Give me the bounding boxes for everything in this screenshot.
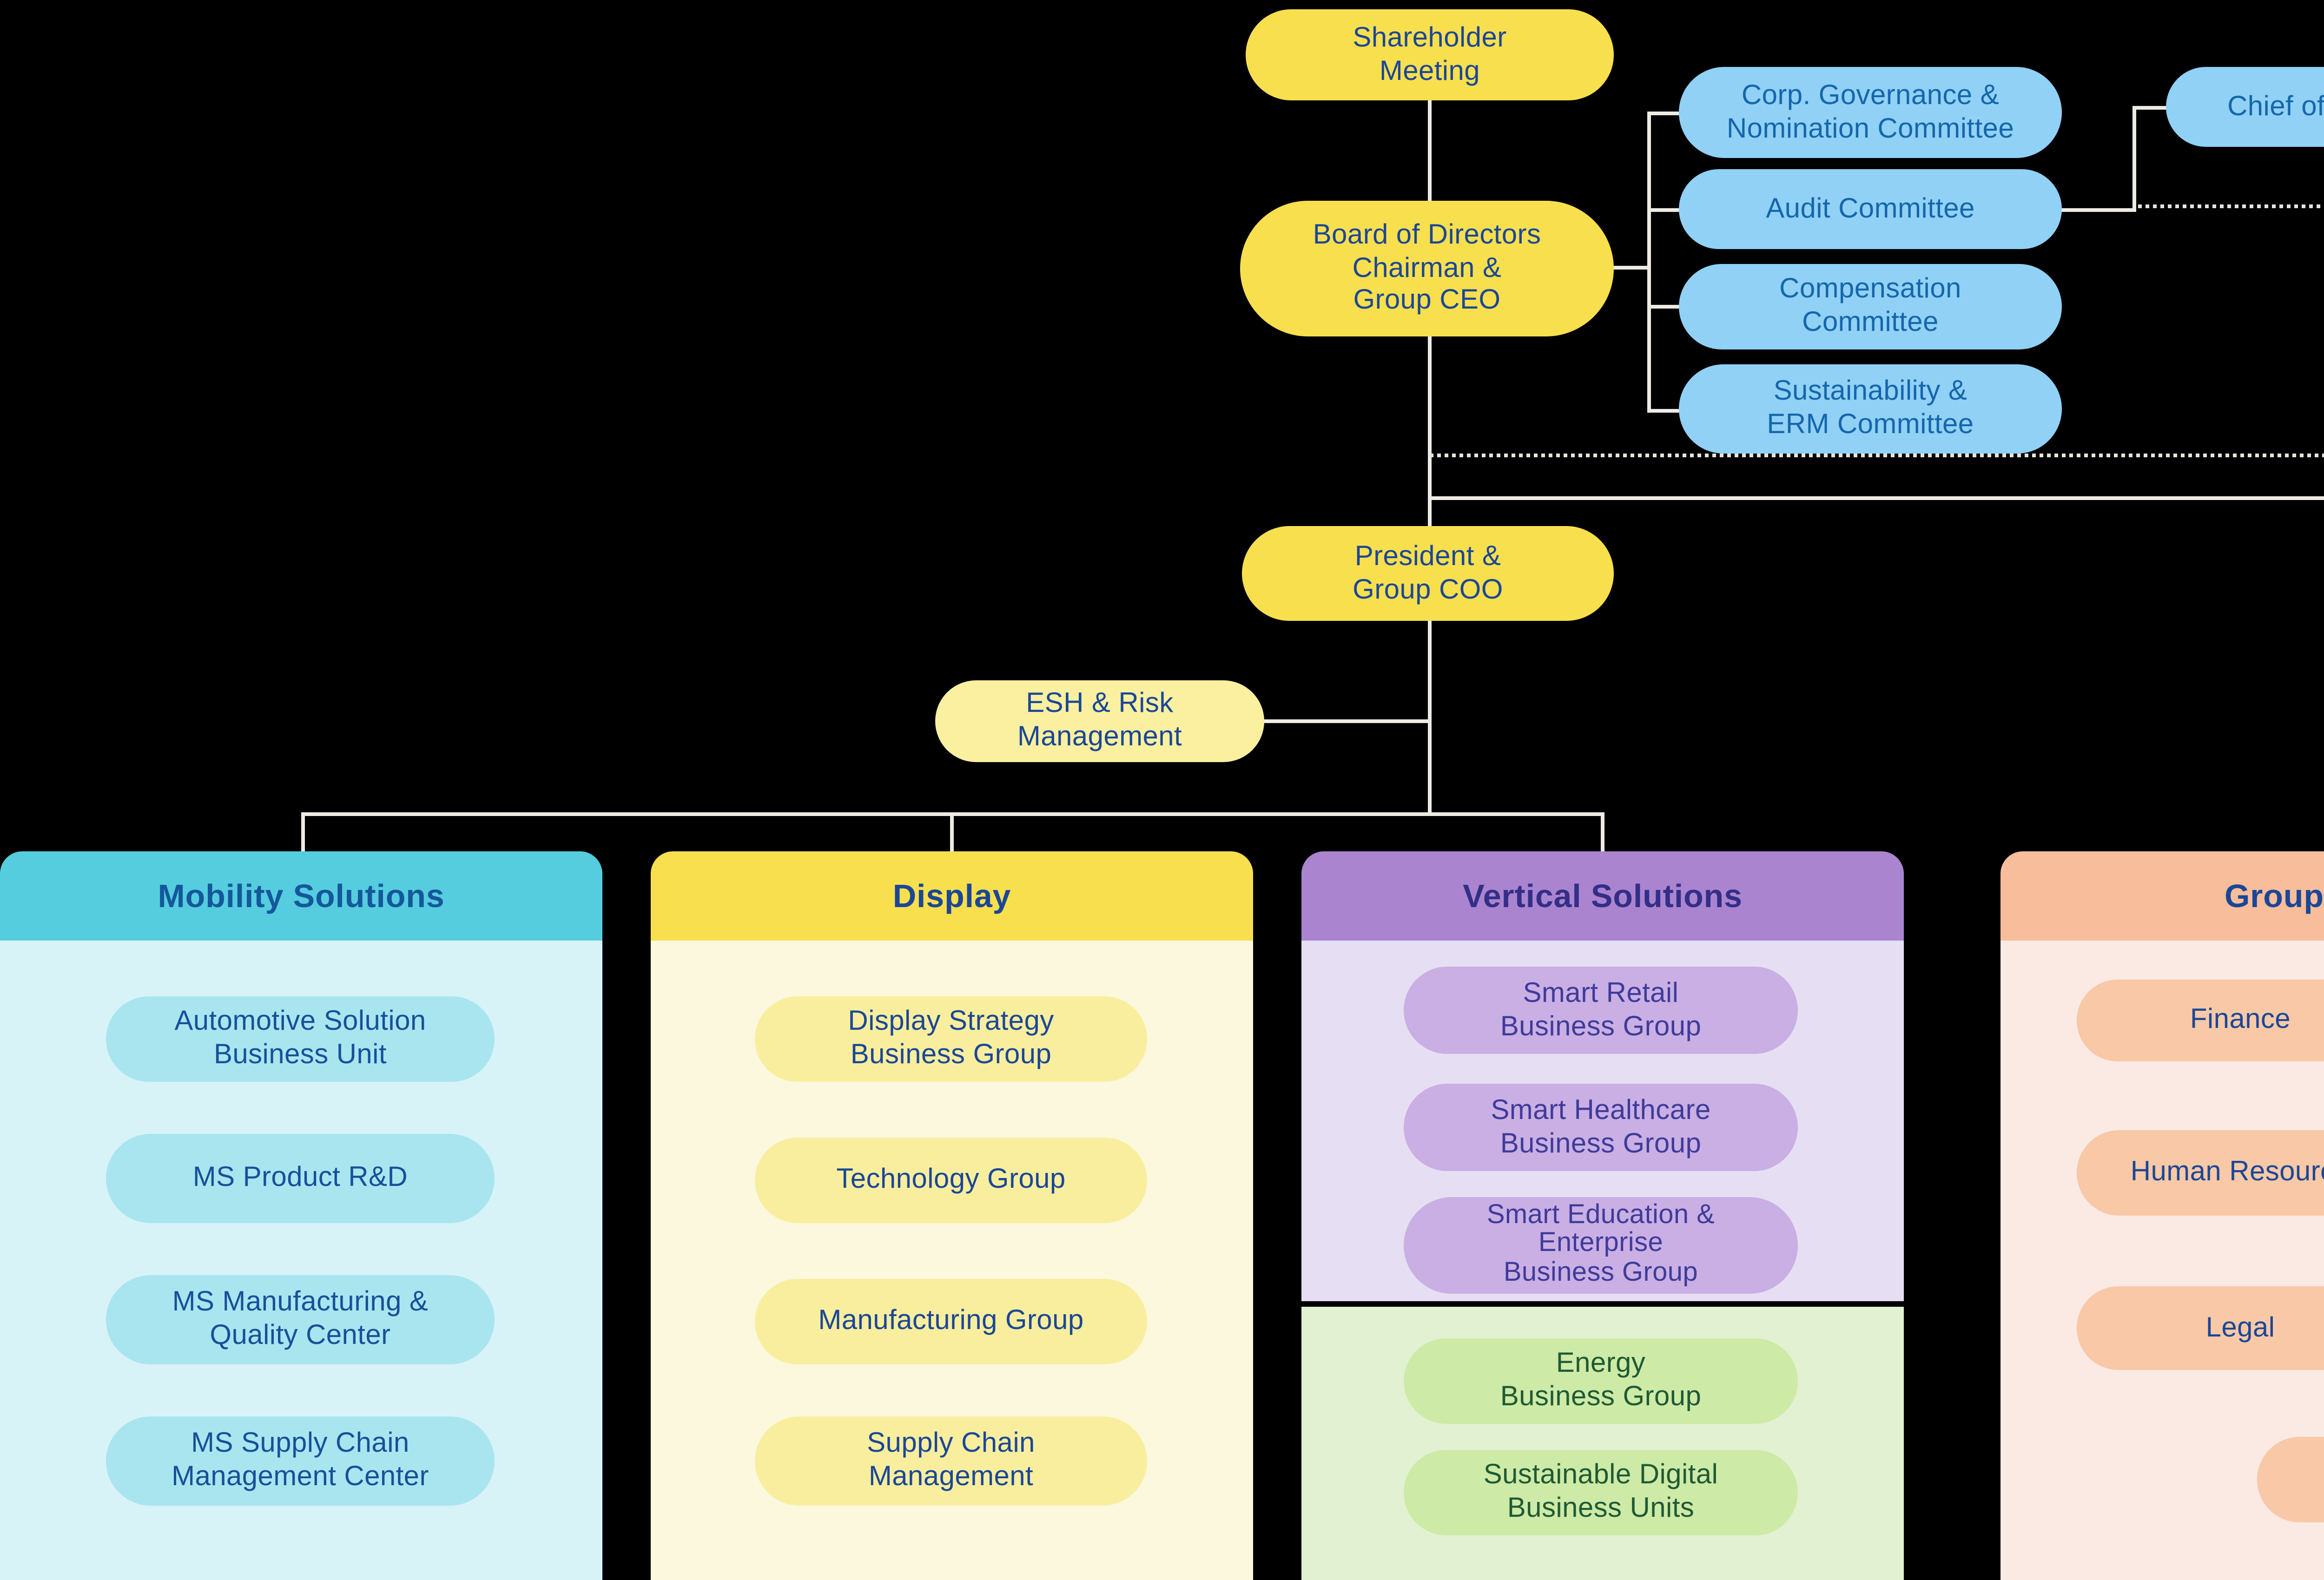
connector-line	[2058, 208, 2136, 212]
node-manufacturing-group: Manufacturing Group	[755, 1279, 1147, 1364]
node-chief-of-compliance: Chief of Compliance	[2166, 67, 2324, 147]
node-committee-audit: Audit Committee	[1679, 169, 2062, 249]
node-esh-risk-management: ESH & Risk Management	[935, 680, 1264, 762]
node-finance: Finance	[2077, 980, 2324, 1061]
node-committee-sustainability-erm: Sustainability & ERM Committee	[1679, 364, 2062, 454]
dotted-connector-line	[2138, 204, 2324, 208]
dept-header-vertical-solutions: Vertical Solutions	[1301, 851, 1904, 941]
connector-line	[2133, 106, 2136, 212]
node-smart-healthcare-group: Smart Healthcare Business Group	[1404, 1084, 1798, 1171]
connector-line	[1647, 409, 1684, 413]
node-president-group-coo: President & Group COO	[1242, 526, 1614, 621]
connector-line	[1647, 305, 1684, 309]
connector-line	[1647, 112, 1688, 115]
connector-line	[1647, 112, 1651, 413]
dotted-connector-line	[1430, 454, 2324, 457]
connector-line	[2133, 106, 2173, 110]
node-human-resource: Human Resource	[2077, 1130, 2324, 1216]
node-committee-governance: Corp. Governance & Nomination Committee	[1679, 67, 2062, 158]
node-ms-supply-chain: MS Supply Chain Management Center	[106, 1416, 495, 1506]
connector-line	[950, 812, 954, 853]
node-legal: Legal	[2077, 1286, 2324, 1370]
connector-line	[1601, 812, 1604, 853]
connector-line	[1428, 617, 1432, 816]
connector-line	[1428, 496, 2324, 500]
node-committee-compensation: Compensation Committee	[1679, 264, 2062, 349]
dept-header-display: Display	[651, 851, 1253, 941]
node-smart-education-enterprise-group: Smart Education & Enterprise Business Gr…	[1404, 1197, 1798, 1294]
node-auditing: Auditing	[2257, 1437, 2324, 1522]
node-smart-retail-group: Smart Retail Business Group	[1404, 967, 1798, 1054]
connector-line	[1647, 208, 1684, 212]
connector-line	[1610, 266, 1651, 270]
connector-line	[1428, 100, 1432, 204]
node-shareholder-meeting: Shareholder Meeting	[1246, 9, 1614, 100]
connector-line	[1261, 719, 1432, 723]
node-technology-group: Technology Group	[755, 1138, 1147, 1223]
node-supply-chain-management: Supply Chain Management	[755, 1416, 1147, 1506]
connector-line	[1428, 335, 1432, 528]
dept-header-group-infrastructure: Group Infrastructure Unit	[2000, 851, 2324, 941]
connector-line	[301, 812, 305, 853]
node-energy-business-group: Energy Business Group	[1404, 1338, 1798, 1424]
node-ms-manufacturing-quality: MS Manufacturing & Quality Center	[106, 1275, 495, 1364]
node-sustainable-digital-units: Sustainable Digital Business Units	[1404, 1450, 1798, 1535]
node-ms-product-rd: MS Product R&D	[106, 1134, 495, 1223]
node-display-strategy-group: Display Strategy Business Group	[755, 996, 1147, 1082]
node-board-of-directors: Board of Directors Chairman & Group CEO	[1240, 201, 1614, 336]
node-automotive-solution-bu: Automotive Solution Business Unit	[106, 996, 495, 1082]
dept-header-mobility-solutions: Mobility Solutions	[0, 851, 602, 941]
